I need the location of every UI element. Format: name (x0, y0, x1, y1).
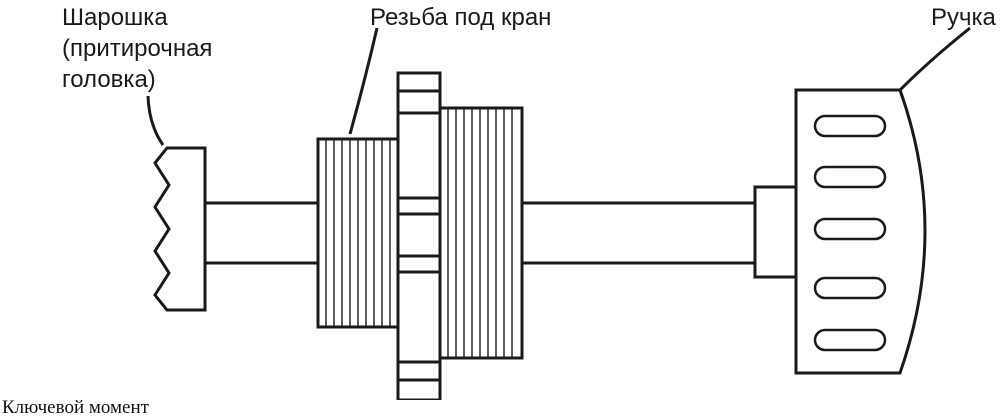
lapping-head (153, 146, 207, 312)
lapping-head-label-line-3: головка) (62, 66, 156, 93)
lapping-head-label-line-1: Шарошка (62, 4, 168, 31)
caption: Ключевой момент (2, 397, 149, 418)
main-shaft (205, 201, 755, 265)
handle-grip-slot (813, 114, 887, 138)
handle (794, 88, 927, 375)
handle-label: Ручка (931, 4, 997, 31)
handle-grip-slot (813, 276, 887, 300)
thread-leader-line (348, 27, 379, 135)
valve-seat-lapping-tool-diagram: Шарошка (притирочная головка) Резьба под… (62, 4, 997, 400)
lapping-head-label-line-2: (притирочная (62, 35, 212, 62)
handle-grip-slot (813, 165, 887, 189)
center-nut (396, 71, 442, 400)
handle-grip-slot (813, 328, 887, 352)
handle-grip-slot (813, 217, 887, 241)
thread-label: Резьба под кран (370, 4, 551, 31)
handle-collar (753, 185, 798, 279)
lapping-head-leader-line (146, 95, 165, 146)
threaded-sleeve-left (316, 137, 402, 329)
threaded-sleeve-right (438, 106, 524, 360)
handle-leader-line (898, 26, 971, 92)
